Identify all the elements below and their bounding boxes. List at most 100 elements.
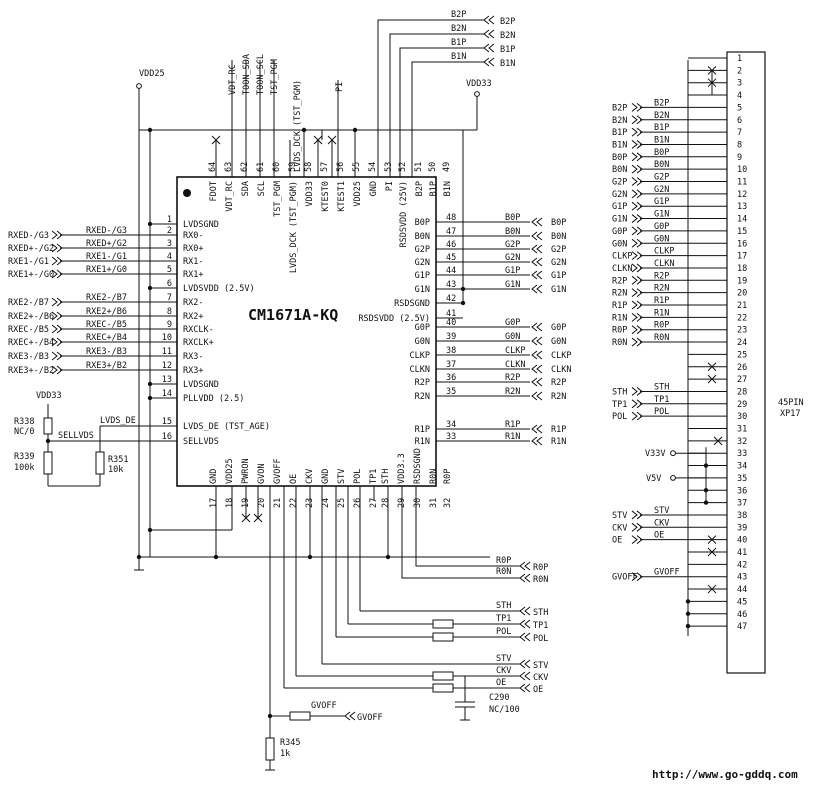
bottom-net-output: POL	[533, 634, 548, 644]
signal-arrow	[636, 572, 643, 582]
signal-arrow	[56, 337, 63, 347]
signal-arrow	[636, 263, 643, 273]
junction-dot	[147, 221, 153, 227]
signal-arrow	[51, 243, 58, 253]
connector-net-input: R1P	[612, 301, 627, 311]
connector-title: 45PIN	[778, 398, 804, 408]
bottom-pin-number: 32	[443, 498, 453, 508]
connector-ref: XP17	[780, 409, 800, 419]
top-pin-number: 51	[414, 162, 424, 172]
left-pin-name: SELLVDS	[183, 437, 219, 447]
r338-value: NC/0	[14, 427, 34, 437]
right-pin-name: B0N	[415, 232, 430, 242]
left-net-input: RXEC-/B5	[8, 325, 49, 335]
connector-net-input: CKV	[612, 523, 627, 533]
right-net-output: CLKN	[551, 365, 571, 375]
power-terminal	[670, 475, 676, 481]
connector-net-label: B1N	[654, 135, 669, 145]
connector-net-label: CKV	[654, 518, 669, 528]
connector-net-input: CLKN	[612, 264, 632, 274]
signal-arrow	[519, 573, 526, 583]
left-pin-number: 1	[167, 215, 172, 225]
connector-net-input: G1P	[612, 202, 627, 212]
connector-net-label: G2P	[654, 173, 669, 183]
chip-part-number: CM1671A-KQ	[248, 306, 338, 324]
connector-pin-number: 11	[737, 178, 747, 188]
connector-pin-number: 20	[737, 289, 747, 299]
bottom-pin-number: 30	[413, 498, 423, 508]
top-right-net-label: B2P	[451, 10, 466, 20]
top-pin-name: RSDSVDD (25V)	[399, 181, 409, 248]
top-right-net-wire	[399, 47, 484, 177]
right-pin-number: 44	[446, 266, 456, 276]
top-pin-number: 62	[240, 162, 250, 172]
top-pin-number: 61	[256, 162, 266, 172]
left-pin-number: 5	[167, 265, 172, 275]
right-net-output: G2P	[551, 245, 566, 255]
left-pin-name: RXCLK-	[183, 325, 214, 335]
right-pin-number: 37	[446, 360, 456, 370]
right-pin-name: G1P	[415, 271, 430, 281]
connector-pin-number: 27	[737, 375, 747, 385]
right-net-output: R2N	[551, 392, 566, 402]
no-connect-mark	[241, 513, 251, 523]
no-connect-mark	[327, 135, 337, 145]
signal-arrow	[636, 115, 643, 125]
left-net-input: RXE2+-/B6	[8, 312, 54, 322]
right-pin-name: RSDSGND	[394, 299, 430, 309]
junction-dot	[460, 286, 466, 292]
no-connect-mark	[707, 374, 717, 384]
signal-arrow	[56, 230, 63, 240]
connector-net-label: B1P	[654, 123, 669, 133]
v5v-label: V5V	[646, 474, 661, 484]
signal-arrow	[636, 522, 643, 532]
top-signal-label: VDT_RC	[228, 64, 238, 95]
connector-pin-number: 29	[737, 400, 747, 410]
signal-arrow	[631, 251, 638, 260]
bottom-pin-number: 19	[241, 498, 251, 508]
connector-net-input: R0P	[612, 326, 627, 336]
right-net-label: G0N	[505, 332, 520, 342]
right-pin-name: R1P	[415, 425, 430, 435]
signal-arrow	[524, 659, 531, 669]
signal-arrow	[531, 436, 538, 446]
left-pin-number: 9	[167, 320, 172, 330]
left-net-input: RXED+-/G2	[8, 244, 54, 254]
signal-arrow	[536, 322, 543, 332]
connector-net-input: R2P	[612, 276, 627, 286]
signal-arrow	[636, 312, 643, 322]
signal-arrow	[536, 284, 543, 294]
series-resistor	[432, 683, 454, 693]
connector-net-label: G1P	[654, 197, 669, 207]
r351-ref: R351	[108, 455, 128, 465]
top-signal-label: TOON_SDA	[242, 54, 252, 95]
signal-arrow	[488, 29, 495, 39]
right-net-label: G0P	[505, 318, 520, 328]
right-net-output: B0N	[551, 232, 566, 242]
left-net-label: RXE1-/G1	[86, 252, 127, 262]
r0n-output: R0N	[533, 575, 548, 585]
top-pin-name: VDD33	[305, 181, 315, 207]
connector-pin-number: 45	[737, 597, 747, 607]
left-pin-name: RX1-	[183, 257, 203, 267]
left-pin-number: 16	[162, 432, 172, 442]
c290-ref: C290	[489, 693, 509, 703]
signal-arrow	[631, 103, 638, 112]
right-net-label: G1P	[505, 266, 520, 276]
right-pin-number: 48	[446, 213, 456, 223]
signal-arrow	[631, 238, 638, 248]
bottom-pin-name: VDD25	[225, 458, 235, 484]
right-net-label: R1P	[505, 420, 520, 430]
r0n-label: R0N	[496, 567, 511, 577]
connector-pin-number: 36	[737, 486, 747, 496]
signal-arrow	[636, 535, 643, 545]
right-net-output: G1P	[551, 271, 566, 281]
bottom-net-output: STV	[533, 661, 548, 671]
bottom-pin-number: 26	[353, 498, 363, 508]
series-resistor	[432, 619, 454, 629]
bottom-pin-name: CKV	[305, 469, 315, 484]
signal-arrow	[51, 337, 58, 347]
top-right-net-wire	[377, 19, 484, 177]
left-net-label: RXEC+/B4	[86, 333, 127, 343]
signal-arrow	[519, 632, 526, 642]
